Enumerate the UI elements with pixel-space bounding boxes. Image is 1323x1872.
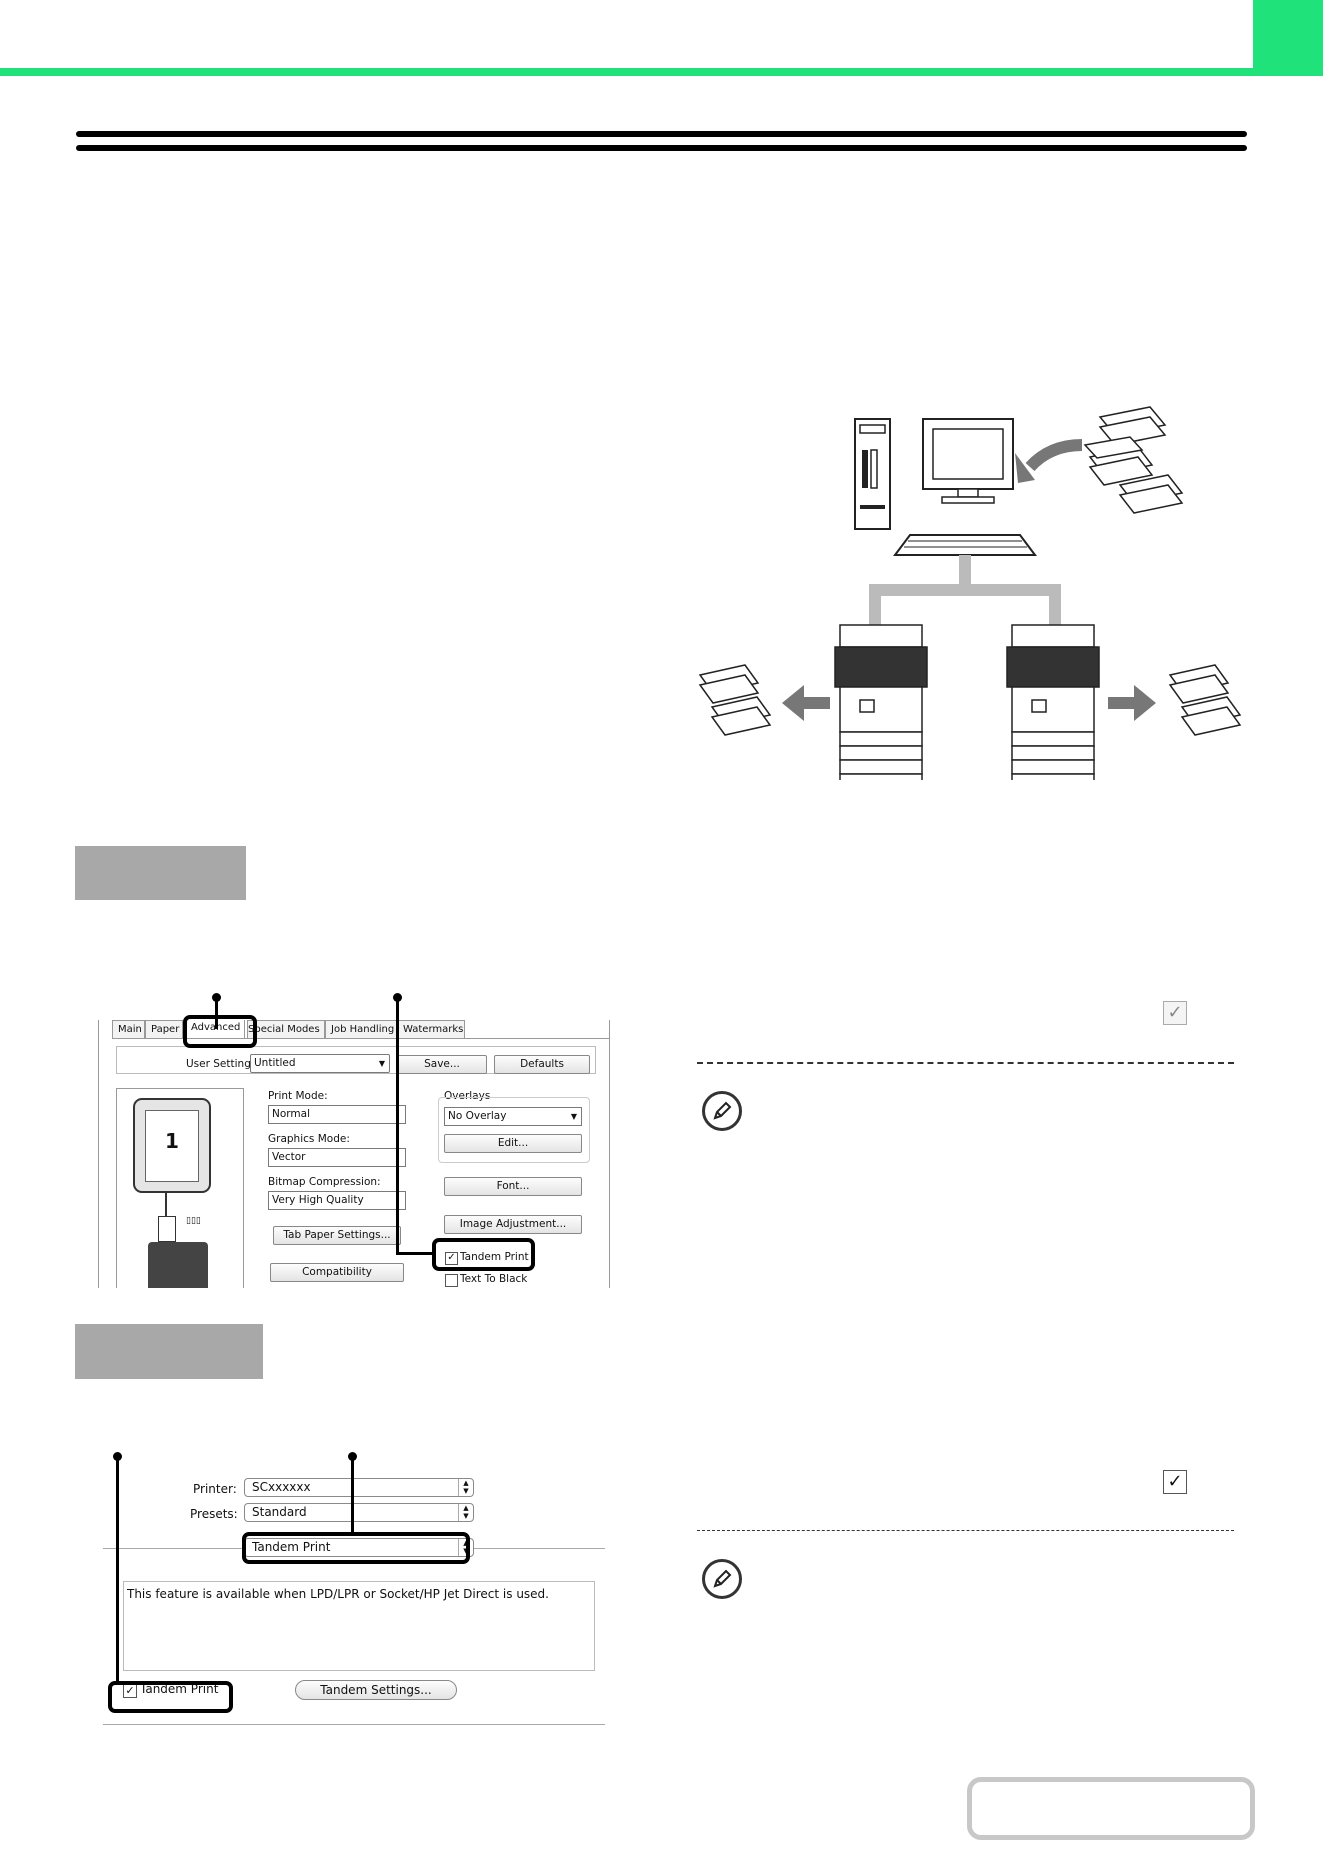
advanced-tab-highlight [183, 1015, 257, 1048]
printer-select[interactable]: SCxxxxxx▲▼ [244, 1478, 474, 1497]
graphics-mode-select[interactable]: Vector [268, 1148, 406, 1167]
note-divider [697, 1530, 1234, 1531]
tab-special-modes[interactable]: Special Modes [247, 1020, 325, 1038]
user-settings-select[interactable]: Untitled▼ [250, 1054, 390, 1073]
top-corner-block [1253, 0, 1323, 76]
save-button[interactable]: Save... [397, 1055, 487, 1074]
callout-line [215, 997, 218, 1029]
tandem-print-label: Tandem Print [460, 1251, 529, 1263]
presets-label: Presets: [190, 1507, 238, 1521]
tandem-print-highlight [432, 1238, 535, 1271]
checkbox-icon: ✓ [1163, 1470, 1187, 1494]
mac-print-dialog: Printer: SCxxxxxx▲▼ Presets: Standard▲▼ … [103, 1473, 605, 1725]
paper-stack-icon [1168, 664, 1242, 736]
checkbox-icon: ✓ [1163, 1001, 1187, 1025]
tab-paper-settings-button[interactable]: Tab Paper Settings... [273, 1226, 401, 1245]
network-cable [869, 555, 1061, 630]
defaults-button[interactable]: Defaults [494, 1055, 590, 1074]
feature-description: This feature is available when LPD/LPR o… [123, 1581, 595, 1671]
printer-label: Printer: [193, 1482, 237, 1496]
printer-icon [148, 1242, 208, 1288]
arrow-icon [1108, 685, 1156, 721]
tab-job-handling[interactable]: Job Handling [325, 1020, 397, 1038]
callout-line [351, 1456, 354, 1534]
tandem-settings-button[interactable]: Tandem Settings... [295, 1680, 457, 1700]
arrow-icon [1015, 439, 1083, 483]
title-rule-top [76, 131, 1247, 137]
callout-line [396, 997, 399, 1255]
section-header-windows [75, 846, 246, 900]
paper-stack-icon [698, 664, 772, 736]
panel-select-highlight [242, 1532, 470, 1564]
tab-watermarks[interactable]: Watermarks [397, 1020, 465, 1038]
bitmap-compression-select[interactable]: Very High Quality [268, 1191, 406, 1210]
font-button[interactable]: Font... [444, 1177, 582, 1196]
callout-line [116, 1456, 119, 1682]
title-rule-bottom [76, 145, 1247, 151]
overlays-label: Overlays [444, 1090, 491, 1102]
computer-icon [854, 418, 1037, 556]
windows-driver-dialog: Main Paper Advanced Special Modes Job Ha… [98, 1020, 610, 1288]
tandem-print-checkbox[interactable]: ✓ [445, 1252, 458, 1265]
section-header-mac [75, 1324, 263, 1379]
contents-button[interactable] [967, 1777, 1255, 1840]
pencil-note-icon [702, 1091, 742, 1131]
graphics-mode-label: Graphics Mode: [268, 1133, 350, 1145]
preview-page-number: 1 [145, 1110, 199, 1182]
print-mode-label: Print Mode: [268, 1090, 328, 1102]
edit-button[interactable]: Edit... [444, 1134, 582, 1153]
overlays-select[interactable]: No Overlay▼ [444, 1107, 582, 1126]
image-adjustment-button[interactable]: Image Adjustment... [444, 1215, 582, 1234]
note-divider [697, 1062, 1234, 1064]
text-to-black-checkbox[interactable] [445, 1274, 458, 1287]
user-settings-label: User Settings: [186, 1058, 260, 1070]
compatibility-button[interactable]: Compatibility [270, 1263, 404, 1282]
text-to-black-label: Text To Black [460, 1273, 528, 1285]
document-icon [158, 1216, 176, 1242]
tandem-network-illustration [698, 406, 1242, 780]
printer-icon [1006, 624, 1100, 780]
tab-main[interactable]: Main [112, 1020, 145, 1038]
tandem-print-checkbox[interactable]: ✓ [123, 1684, 137, 1698]
panel-select[interactable]: Tandem Print▲▼ [244, 1538, 474, 1557]
arrow-icon [782, 685, 830, 721]
paper-stack-icon [1083, 406, 1184, 514]
top-bar [0, 0, 1323, 76]
callout-line [396, 1252, 432, 1255]
printer-icon [834, 624, 928, 780]
tab-paper[interactable]: Paper [145, 1020, 183, 1038]
print-mode-select[interactable]: Normal [268, 1105, 406, 1124]
paper-stack-icon: ▯▯▯ [186, 1216, 201, 1226]
pencil-note-icon [702, 1559, 742, 1599]
bitmap-compression-label: Bitmap Compression: [268, 1176, 381, 1188]
presets-select[interactable]: Standard▲▼ [244, 1503, 474, 1522]
tandem-print-label: Tandem Print [140, 1682, 219, 1696]
page-preview: 1 [133, 1098, 211, 1193]
tandem-checkbox-highlight [108, 1681, 233, 1713]
